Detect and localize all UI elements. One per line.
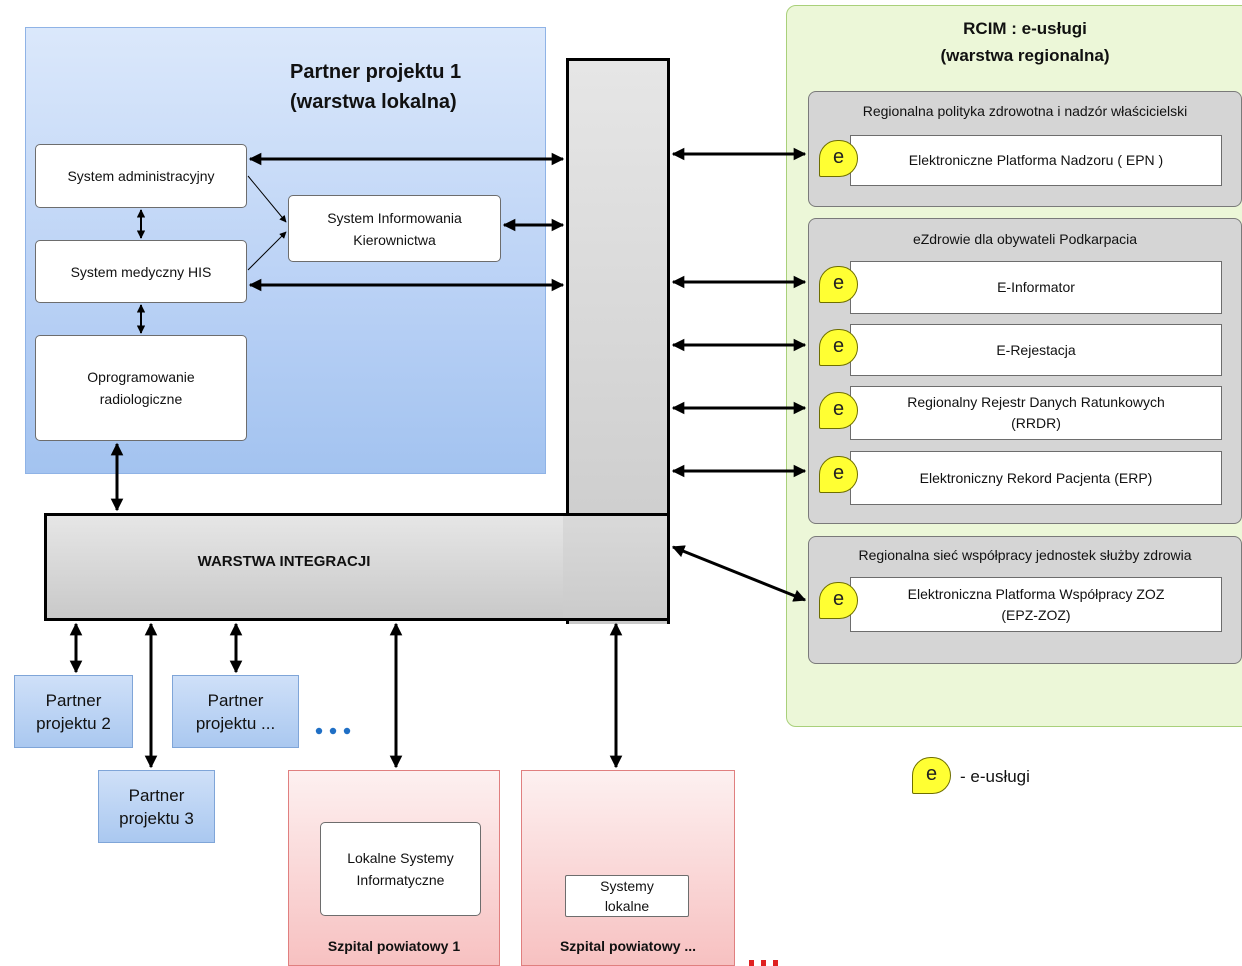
regional-layer-title: RCIM : e-usługi (warstwa regionalna) <box>900 15 1150 69</box>
hospital-1-systems-box: Lokalne Systemy Informatyczne <box>320 822 481 916</box>
hospital-n-label: Szpital powiatowy ... <box>559 938 697 954</box>
hospital-n-systems-line2: lokalne <box>604 898 650 914</box>
partner-box-2: Partner projektu 2 <box>14 675 133 748</box>
e-service-icon: e <box>819 582 858 619</box>
partner-3-label-line2: projektu 3 <box>119 808 194 828</box>
management-info-label-line2: Kierownictwa <box>353 231 436 248</box>
e-service-icon: e <box>819 266 858 303</box>
service-e-rejestacja-label: E-Rejestacja <box>996 341 1076 358</box>
service-epn: Elektroniczne Platforma Nadzoru ( EPN ) <box>850 135 1222 186</box>
admin-system-label: System administracyjny <box>67 168 215 184</box>
integration-layer-join <box>563 516 667 618</box>
partner-box-n: Partner projektu ... <box>172 675 299 748</box>
service-e-informator: E-Informator <box>850 261 1222 314</box>
partner-box-3: Partner projektu 3 <box>98 770 215 843</box>
service-e-rejestacja: E-Rejestacja <box>850 324 1222 376</box>
local-layer-title: Partner projektu 1 (warstwa lokalna) <box>290 57 461 117</box>
service-erp: Elektroniczny Rekord Pacjenta (ERP) <box>850 451 1222 505</box>
e-service-icon: e <box>819 329 858 366</box>
management-info-system-box: System Informowania Kierownictwa <box>288 195 501 262</box>
legend-e-service-icon: e <box>912 757 951 794</box>
hospital-n-systems-line1: Systemy <box>600 878 654 894</box>
arrow-integration-epz-zoz <box>671 545 807 602</box>
regional-layer-title-line1: RCIM : e-usługi <box>963 19 1087 38</box>
legend-text: - e-usługi <box>960 767 1030 786</box>
service-erp-label: Elektroniczny Rekord Pacjenta (ERP) <box>919 469 1153 486</box>
more-partners-dots <box>315 727 351 735</box>
hospital-n-systems-box: Systemy lokalne <box>565 875 689 917</box>
service-rrdr-label-line1: Regionalny Rejestr Danych Ratunkowych <box>907 394 1165 410</box>
service-epz-zoz-label-line1: Elektroniczna Platforma Współpracy ZOZ <box>907 585 1165 602</box>
e-service-icon: e <box>819 392 858 429</box>
partner-2-label-line1: Partner <box>45 690 102 710</box>
partner-3-label-line1: Partner <box>128 785 185 805</box>
partner-n-label-line1: Partner <box>207 690 264 710</box>
integration-layer-label: WARSTWA INTEGRACJI <box>197 553 371 570</box>
hospital-1-systems-line2: Informatyczne <box>356 872 445 888</box>
radiology-label-line2: radiologiczne <box>99 391 183 407</box>
local-layer-title-line1: Partner projektu 1 <box>290 61 462 83</box>
hospital-1-label: Szpital powiatowy 1 <box>327 938 461 954</box>
service-epz-zoz-label-line2: (EPZ-ZOZ) <box>1001 606 1071 623</box>
admin-system-box: System administracyjny <box>35 144 247 208</box>
radiology-system-box: Oprogramowanie radiologiczne <box>35 335 247 441</box>
group-cooperation-network-title: Regionalna sieć współpracy jednostek słu… <box>858 547 1192 563</box>
connector-admin-sik <box>247 175 287 223</box>
his-system-label: System medyczny HIS <box>70 263 212 280</box>
service-epn-label: Elektroniczne Platforma Nadzoru ( EPN ) <box>908 152 1164 168</box>
e-service-icon: e <box>819 140 858 177</box>
management-info-label-line1: System Informowania <box>327 209 462 226</box>
radiology-label-line1: Oprogramowanie <box>87 369 195 385</box>
group-ehealth-citizens-title: eZdrowie dla obywateli Podkarpacia <box>912 231 1138 247</box>
group-health-policy-title: Regionalna polityka zdrowotna i nadzór w… <box>862 103 1188 119</box>
e-service-icon: e <box>819 456 858 493</box>
connector-his-sik <box>247 231 287 271</box>
local-layer-title-line2: (warstwa lokalna) <box>290 91 457 113</box>
his-system-box: System medyczny HIS <box>35 240 247 303</box>
more-hospitals-dots <box>749 960 778 966</box>
service-rrdr: Regionalny Rejestr Danych Ratunkowych (R… <box>850 386 1222 440</box>
partner-2-label-line2: projektu 2 <box>36 713 111 733</box>
regional-layer-title-line2: (warstwa regionalna) <box>940 46 1110 65</box>
service-epz-zoz: Elektroniczna Platforma Współpracy ZOZ (… <box>850 577 1222 632</box>
service-rrdr-label-line2: (RRDR) <box>1011 415 1061 431</box>
hospital-1-systems-line1: Lokalne Systemy <box>347 850 454 866</box>
service-e-informator-label: E-Informator <box>997 279 1075 295</box>
partner-n-label-line2: projektu ... <box>195 713 276 733</box>
